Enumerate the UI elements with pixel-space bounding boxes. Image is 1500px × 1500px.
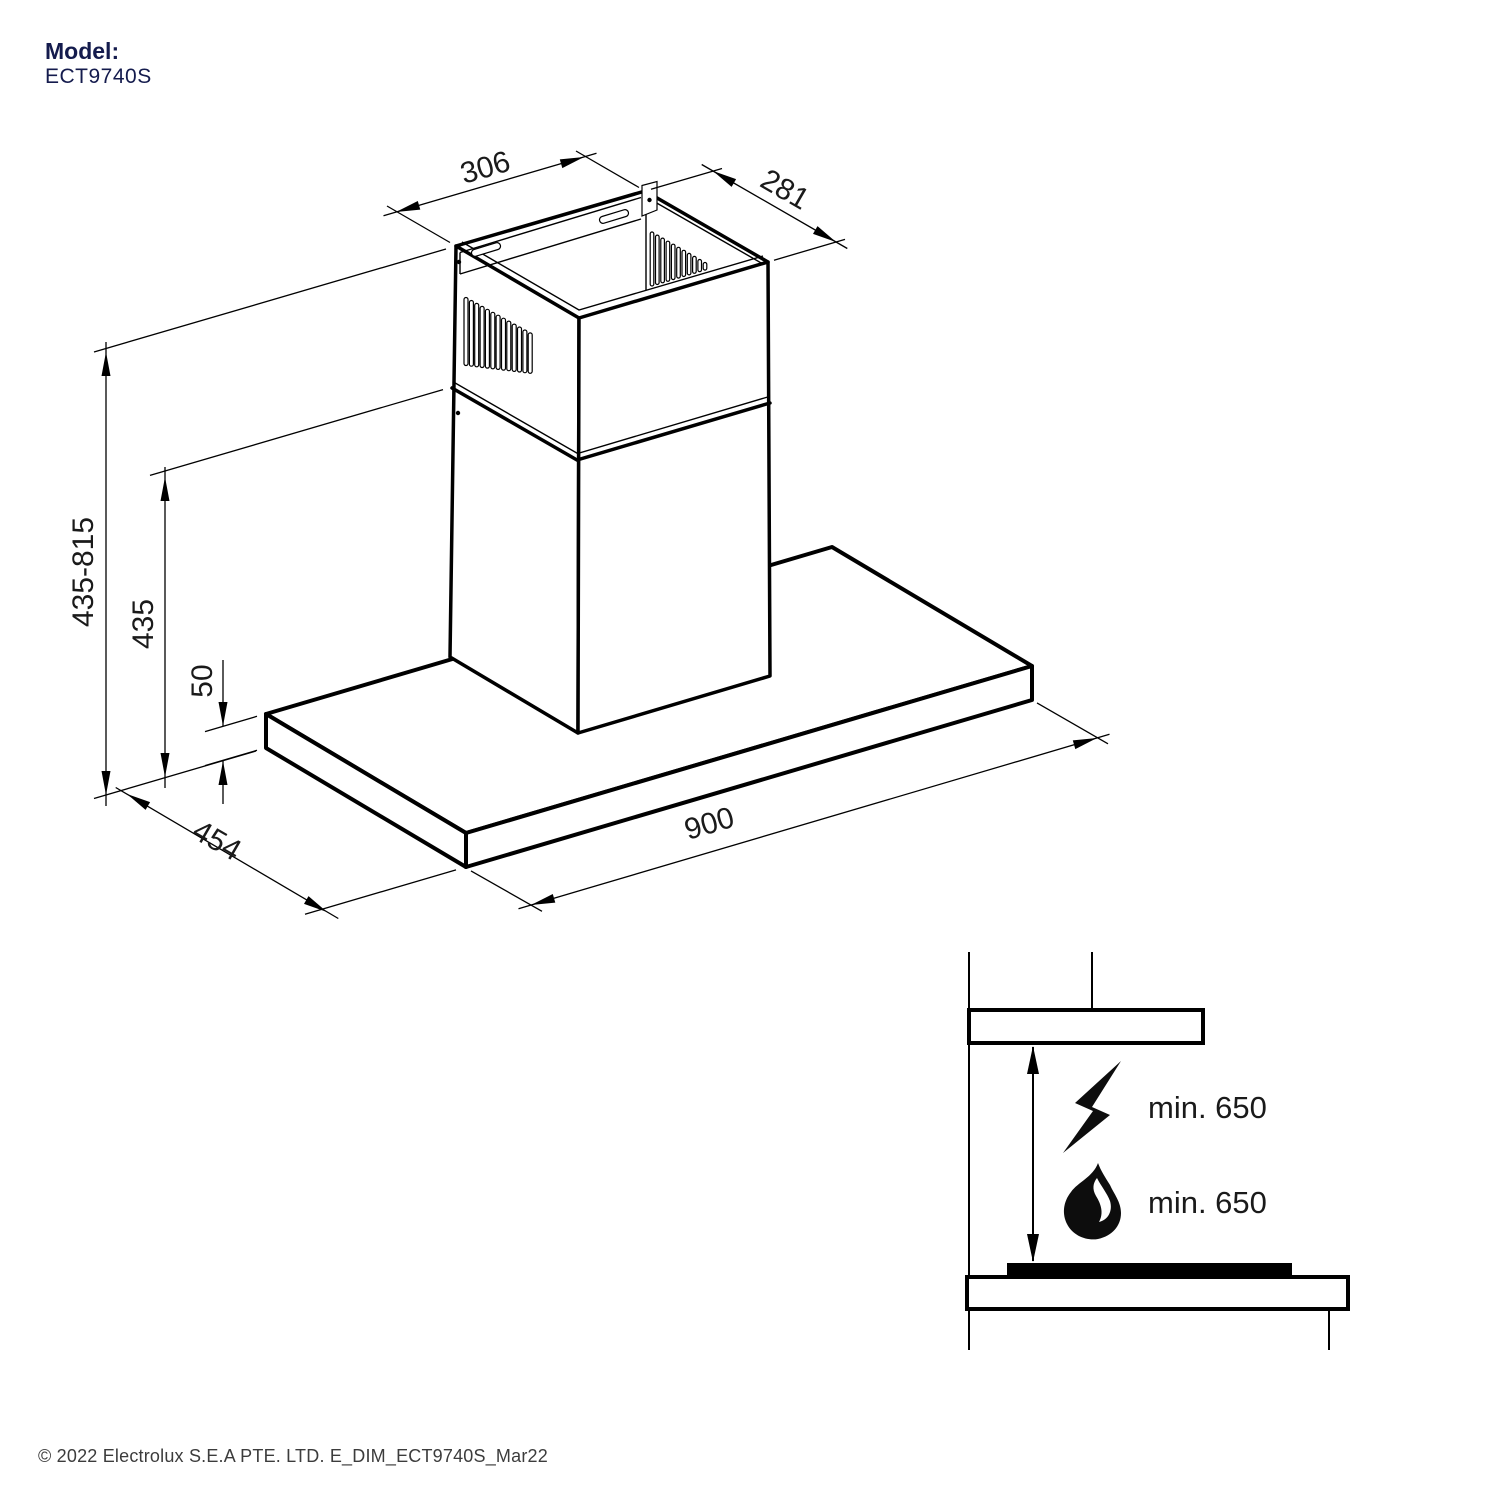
- bracket-slot: [598, 209, 630, 224]
- chimney-duct: [448, 189, 772, 735]
- dimension-label-281: 281: [755, 163, 815, 217]
- dimension-body-thickness: 50: [186, 660, 258, 804]
- dimension-label-435-815: 435-815: [67, 517, 100, 627]
- cooktop-side-view: [1007, 1263, 1292, 1277]
- lightning-icon: [1063, 1061, 1121, 1153]
- model-header: Model: ECT9740S: [45, 38, 152, 91]
- hood-side-view: [967, 1008, 1205, 1045]
- installation-clearance-diagram: min. 650 min. 650: [965, 952, 1350, 1350]
- hood-isometric-drawing: 306 281 435-815 435: [67, 145, 1110, 920]
- dimension-total-height: 435-815: [67, 248, 447, 806]
- gas-clearance-label: min. 650: [1148, 1185, 1267, 1220]
- model-label: Model:: [45, 38, 120, 64]
- dimension-label-435: 435: [127, 599, 160, 649]
- flame-icon: [1063, 1163, 1121, 1240]
- copyright-note: © 2022 Electrolux S.E.A PTE. LTD. E_DIM_…: [38, 1446, 548, 1466]
- dimension-top-width: 306: [383, 145, 640, 244]
- dimension-lower-height: 435: [127, 388, 444, 788]
- countertop-side-view: [965, 1275, 1350, 1311]
- mounting-bracket: [459, 180, 658, 275]
- dimension-label-50: 50: [186, 664, 219, 697]
- dimension-label-900: 900: [681, 801, 738, 847]
- dimension-label-306: 306: [457, 145, 514, 191]
- model-number: ECT9740S: [45, 65, 152, 89]
- vent-slats-inner-right: [649, 231, 708, 287]
- bracket-slot: [470, 242, 502, 257]
- electric-clearance-label: min. 650: [1148, 1090, 1267, 1125]
- vent-slats-left: [463, 296, 533, 374]
